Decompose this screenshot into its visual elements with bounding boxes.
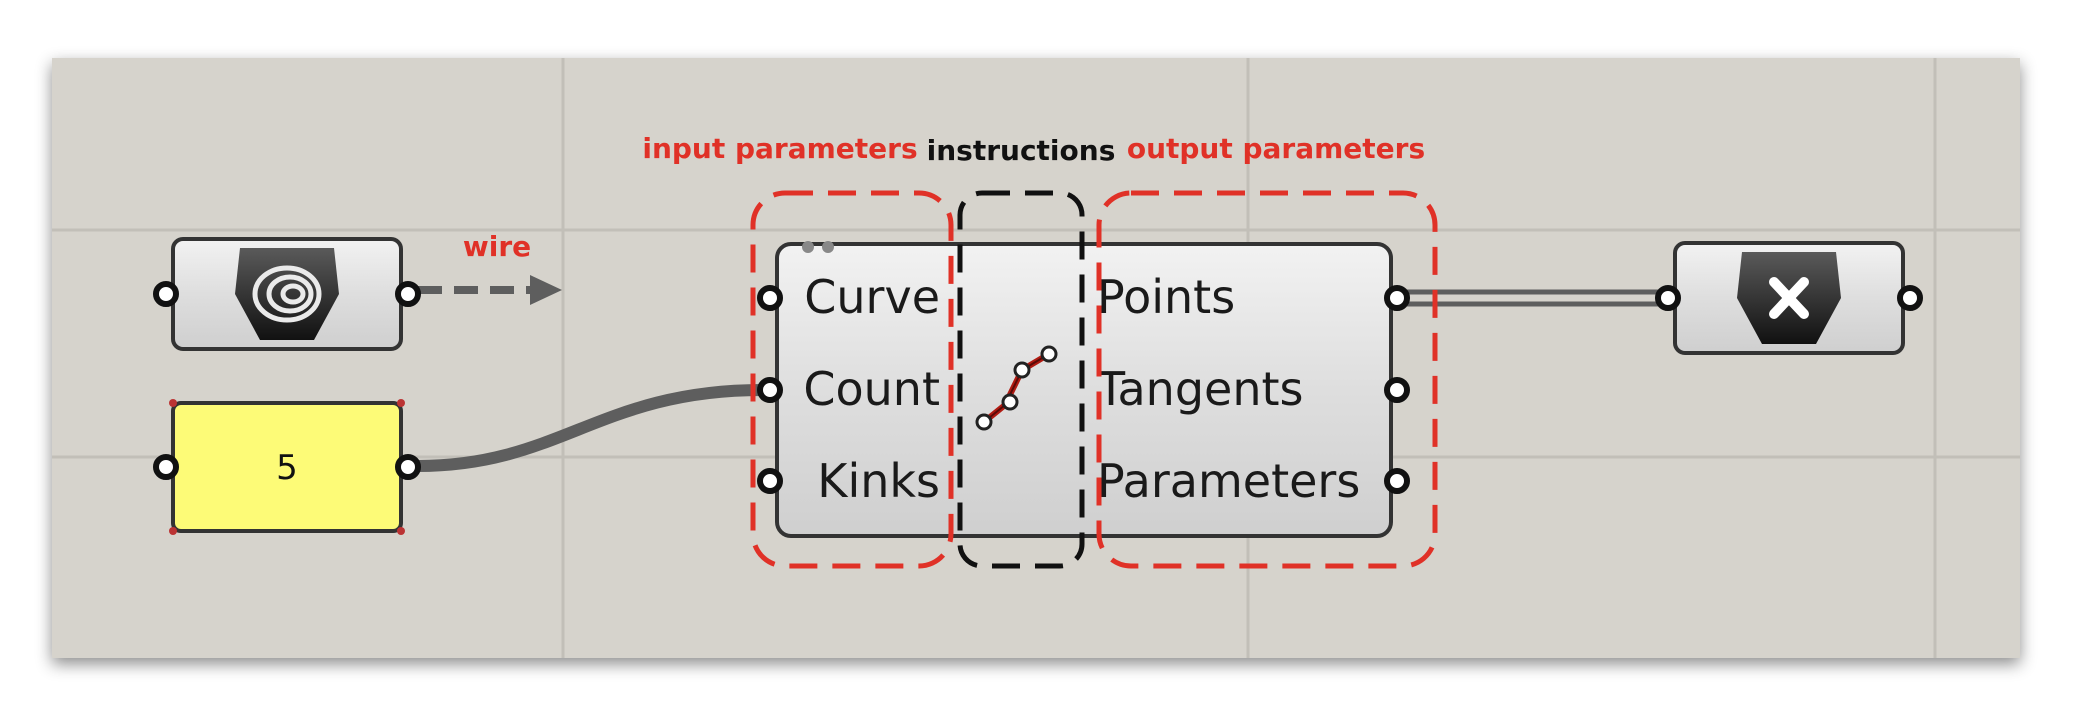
input-parameters-region: [750, 190, 954, 569]
wire-arrow-icon: [530, 275, 562, 305]
input-parameters-label: input parameters: [642, 132, 917, 165]
point-parameter-node[interactable]: [1655, 241, 1923, 355]
input-grip-curve[interactable]: [757, 285, 783, 311]
output-grip[interactable]: [1897, 285, 1923, 311]
output-parameters-label[interactable]: Parameters: [1097, 454, 1360, 508]
input-grip-count[interactable]: [757, 377, 783, 403]
output-points-label[interactable]: Points: [1097, 270, 1235, 324]
close-x-icon: [1737, 252, 1841, 344]
instructions-label: instructions: [927, 134, 1116, 167]
divide-curve-icon: [975, 345, 1058, 431]
output-grip-points[interactable]: [1384, 285, 1410, 311]
output-parameters-region: [1096, 190, 1438, 569]
input-grip-kinks[interactable]: [757, 468, 783, 494]
output-grip-parameters[interactable]: [1384, 468, 1410, 494]
input-count-label[interactable]: Count: [803, 362, 940, 416]
input-curve-label[interactable]: Curve: [804, 270, 940, 324]
component-dot: [802, 241, 814, 253]
input-grip[interactable]: [1655, 285, 1681, 311]
number-value: 5: [276, 448, 298, 488]
number-panel[interactable]: 5: [153, 399, 421, 535]
curve-parameter-node[interactable]: [153, 237, 421, 351]
input-kinks-label[interactable]: Kinks: [817, 454, 940, 508]
output-grip[interactable]: [395, 281, 421, 307]
curve-spiral-icon: [235, 248, 339, 340]
component-dot: [822, 241, 834, 253]
output-grip-tangents[interactable]: [1384, 377, 1410, 403]
wire-label: wire: [463, 230, 531, 263]
wire-count[interactable]: [417, 384, 763, 472]
divide-curve-component[interactable]: Curve Count Kinks Points Tangents Parame…: [757, 241, 1410, 538]
instructions-region: [957, 190, 1085, 569]
wire-points[interactable]: [1400, 289, 1660, 307]
output-grip[interactable]: [395, 454, 421, 480]
output-tangents-label[interactable]: Tangents: [1096, 362, 1303, 416]
selection-corner-markers: [169, 399, 405, 535]
output-parameters-label: output parameters: [1127, 132, 1425, 165]
input-grip[interactable]: [153, 281, 179, 307]
input-grip[interactable]: [153, 454, 179, 480]
